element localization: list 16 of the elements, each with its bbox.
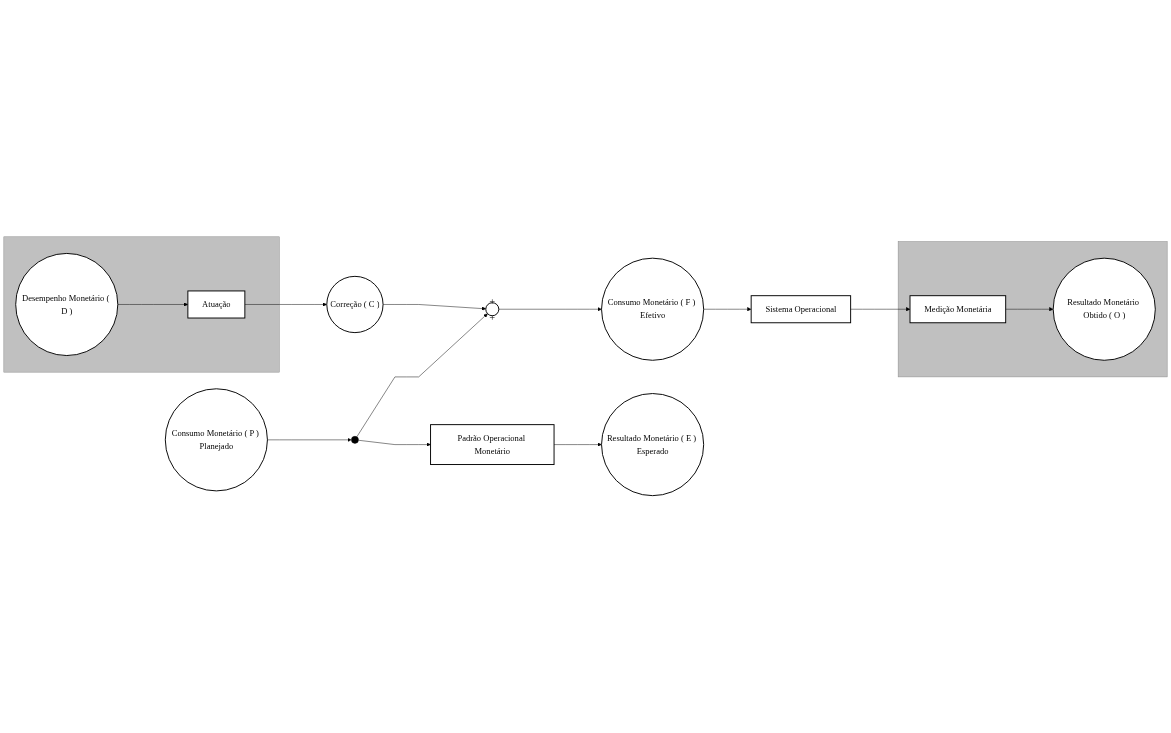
node-circle: Desempenho Monetário ( D ) xyxy=(15,253,119,357)
node-circle xyxy=(485,302,500,317)
node-label: + xyxy=(489,311,496,324)
node-circle: Correção ( C ) xyxy=(326,276,384,334)
node-box: Padrão Operacional Monetário xyxy=(430,424,555,466)
cluster xyxy=(3,236,280,373)
node-circle xyxy=(351,436,359,444)
node-circle: Resultado Monetário Obtido ( O ) xyxy=(1052,257,1156,362)
node-circle: Consumo Monetário ( F ) Efetivo xyxy=(601,257,705,362)
node-circle: Consumo Monetário ( P ) Planejado xyxy=(164,388,268,492)
node-box: Atuação xyxy=(187,290,246,319)
node-box: Sistema Operacional xyxy=(750,295,852,324)
node-box: Medição Monetária xyxy=(909,295,1007,324)
cluster xyxy=(897,241,1168,378)
node-label: + xyxy=(489,295,496,308)
node-circle: Resultado Monetário ( E ) Esperado xyxy=(601,393,705,497)
